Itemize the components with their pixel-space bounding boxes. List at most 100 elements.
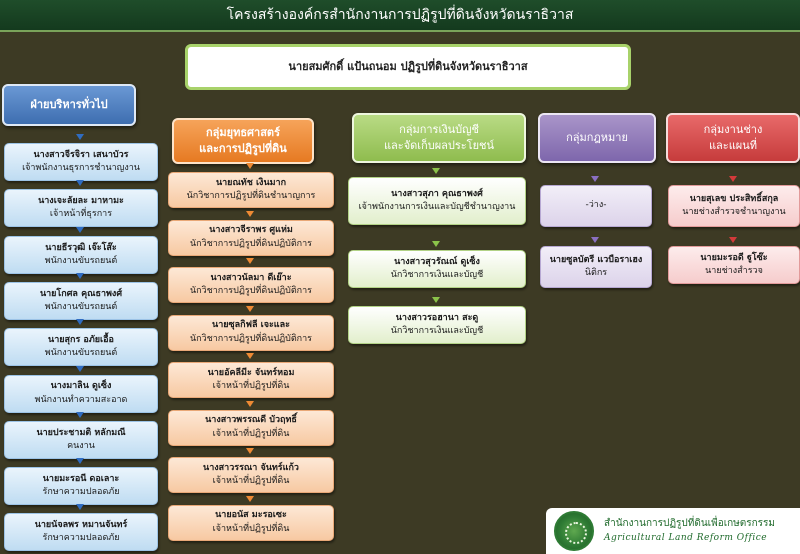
strategy-member-box: นายอนัส มะรอเซะเจ้าหน้าที่ปฏิรูปที่ดิน [168, 504, 334, 541]
member-position: นายช่างสำรวจชำนาญงาน [682, 207, 786, 217]
member-position: รักษาความปลอดภัย [42, 533, 120, 544]
down-arrow-icon [246, 495, 254, 502]
member-name: นางสาวจีราพร ศูแห่ม [209, 225, 293, 236]
technical-member-box: นายมะรอดี ฐูโซ๊ะนายช่างสำรวจ [668, 246, 800, 284]
member-name: นางเจะลัยละ มาหามะ [38, 196, 124, 207]
strategy-member-box: นายณทัช เงินมากนักวิชาการปฏิรูปที่ดินชำน… [168, 172, 334, 208]
member-name: นายซูลบัตรี แวบือราเฮง [549, 254, 643, 265]
member-position: รักษาความปลอดภัย [42, 487, 120, 498]
member-position: เจ้าพนักงานธุรการชำนาญงาน [22, 163, 140, 173]
strategy-header-line2: และการปฏิรูปที่ดิน [199, 142, 287, 155]
technical-header-line2: และแผนที่ [708, 139, 758, 152]
member-name: นายซุลกิฟลี เจะและ [212, 320, 290, 331]
member-position: นักวิชาการปฏิรูปที่ดินปฏิบัติการ [189, 286, 313, 296]
down-arrow-icon [246, 210, 254, 217]
finance-group-header: กลุ่มการเงินบัญชี และจัดเก็บผลประโยชน์ [352, 113, 526, 163]
down-arrow-icon [246, 258, 254, 264]
member-name: นางสาวสุภา คุณธาพงศ์ [391, 188, 483, 199]
alro-logo-panel: สำนักงานการปฏิรูปที่ดินเพื่อเกษตรกรรม Ag… [546, 508, 800, 554]
member-name: นายโกศล คุณธาพงศ์ [39, 288, 123, 299]
logo-english-text: Agricultural Land Reform Office [604, 533, 768, 543]
strategy-member-box: นางสาวจีราพร ศูแห่มนักวิชาการปฏิรูปที่ดิ… [168, 219, 334, 256]
legal-member-box: -ว่าง- [540, 185, 652, 227]
admin-member-box: นางเจะลัยละ มาหามะเจ้าหน้าที่ธุรการ [4, 189, 158, 228]
member-position: -ว่าง- [585, 200, 607, 211]
member-position: เจ้าพนักงานการเงินและบัญชีชำนาญงาน [358, 202, 516, 212]
down-arrow-icon [246, 448, 254, 454]
down-arrow-icon [729, 176, 737, 182]
member-name: นายธีรวุฒิ เจ๊ะโส๊ะ [45, 242, 117, 253]
admin-member-box: นายมะรอนี ดอเลาะรักษาความปลอดภัย [4, 467, 158, 506]
admin-member-box: นางมาลิน ดูเซ็งพนักงานทำความสะอาด [4, 374, 158, 413]
member-name: นายสุกร อภัยเอื้อ [48, 335, 114, 346]
member-position: คนงาน [67, 440, 95, 451]
strategy-member-box: นายอัคลีมีะ จันทร์หอมเจ้าหน้าที่ปฏิรูปที… [168, 362, 334, 398]
down-arrow-icon [76, 319, 84, 326]
admin-member-box: นายสุกร อภัยเอื้อพนักงานขับรถยนต์ [4, 328, 158, 367]
strategy-group-header: กลุ่มยุทธศาสตร์ และการปฏิรูปที่ดิน [172, 118, 314, 164]
member-position: พนักงานขับรถยนต์ [44, 301, 118, 312]
member-name: นายอนัส มะรอเซะ [215, 510, 287, 521]
member-name: นางสาวรรณา จันทร์แก้ว [203, 462, 299, 473]
member-name: นายอัคลีมีะ จันทร์หอม [207, 367, 295, 378]
member-position: นักวิชาการเงินและบัญชี [390, 326, 484, 336]
member-position: นักวิชาการปฏิรูปที่ดินปฏิบัติการ [189, 333, 313, 344]
admin-member-box: นายโกศล คุณธาพงศ์พนักงานขับรถยนต์ [4, 281, 158, 320]
admin-member-box: นายนัจลพร หมานจันทร์รักษาความปลอดภัย [4, 513, 158, 552]
finance-header-line1: กลุ่มการเงินบัญชี [399, 122, 479, 136]
member-position: เจ้าหน้าที่ธุรการ [49, 209, 113, 220]
member-position: พนักงานขับรถยนต์ [44, 348, 118, 359]
member-name: นายมะรอดี ฐูโซ๊ะ [700, 252, 768, 263]
down-arrow-icon [246, 400, 254, 407]
down-arrow-icon [76, 272, 84, 279]
down-arrow-icon [246, 305, 254, 312]
down-arrow-icon [591, 176, 599, 182]
legal-group-header: กลุ่มกฎหมาย [538, 113, 656, 163]
member-position: นักวิชาการปฏิรูปที่ดินชำนาญการ [186, 191, 316, 201]
down-arrow-icon [729, 237, 737, 243]
finance-member-box: นางสาวสุภา คุณธาพงศ์เจ้าพนักงานการเงินแล… [348, 177, 526, 225]
member-position: พนักงานขับรถยนต์ [44, 255, 118, 266]
down-arrow-icon [432, 168, 440, 174]
member-position: นายช่างสำรวจ [705, 266, 763, 276]
down-arrow-icon [432, 241, 440, 247]
down-arrow-icon [76, 226, 84, 233]
page-title: โครงสร้างองค์กรสำนักงานการปฏิรูปที่ดินจั… [0, 0, 800, 32]
finance-member-box: นางสาวรอฮานา สะดูนักวิชาการเงินและบัญชี [348, 306, 526, 344]
down-arrow-icon [76, 365, 84, 372]
down-arrow-icon [76, 504, 84, 511]
down-arrow-icon [246, 163, 254, 169]
down-arrow-icon [432, 297, 440, 303]
down-arrow-icon [76, 180, 84, 187]
member-position: เจ้าหน้าที่ปฏิรูปที่ดิน [212, 523, 290, 534]
strategy-member-box: นายซุลกิฟลี เจะและนักวิชาการปฏิรูปที่ดิน… [168, 314, 334, 351]
member-name: นางสาวพรรณดี บัวฤทธิ์ [205, 415, 297, 426]
member-position: นักวิชาการเงินและบัญชี [390, 270, 484, 280]
down-arrow-icon [591, 237, 599, 243]
down-arrow-icon [76, 411, 84, 418]
member-position: พนักงานทำความสะอาด [34, 394, 128, 405]
member-position: นิติกร [584, 268, 608, 278]
down-arrow-icon [76, 458, 84, 465]
member-name: นางสาวจีรจิรา เสนาบัวร [33, 149, 129, 160]
provincial-officer-box: นายสมศักดิ์ แป้นถนอม ปฏิรูปที่ดินจังหวัด… [185, 44, 631, 90]
admin-member-box: นายประชามติ หลักมณีคนงาน [4, 420, 158, 459]
logo-thai-text: สำนักงานการปฏิรูปที่ดินเพื่อเกษตรกรรม [604, 518, 776, 529]
down-arrow-icon [76, 134, 84, 140]
strategy-header-line1: กลุ่มยุทธศาสตร์ [206, 125, 280, 139]
admin-member-box: นางสาวจีรจิรา เสนาบัวรเจ้าพนักงานธุรการช… [4, 143, 158, 181]
technical-header-line1: กลุ่มงานช่าง [703, 122, 763, 136]
technical-member-box: นายสุเลข ประสิทธิ์สกุลนายช่างสำรวจชำนาญง… [668, 185, 800, 227]
strategy-member-box: นางสาวนัลมา ดีเย๊าะนักวิชาการปฏิรูปที่ดิ… [168, 267, 334, 303]
admin-member-box: นายธีรวุฒิ เจ๊ะโส๊ะพนักงานขับรถยนต์ [4, 235, 158, 274]
member-name: นางสาวรอฮานา สะดู [395, 312, 479, 323]
member-name: นายสุเลข ประสิทธิ์สกุล [689, 193, 779, 204]
legal-member-box: นายซูลบัตรี แวบือราเฮงนิติกร [540, 246, 652, 288]
member-name: นายมะรอนี ดอเลาะ [42, 474, 120, 485]
member-name: นางสาวสุวรัณณ์ ดูเซ็ง [394, 256, 480, 267]
member-position: เจ้าหน้าที่ปฏิรูปที่ดิน [212, 476, 290, 486]
member-name: นางมาลิน ดูเซ็ง [50, 381, 112, 392]
finance-member-box: นางสาวสุวรัณณ์ ดูเซ็งนักวิชาการเงินและบั… [348, 250, 526, 288]
alro-seal-icon [554, 511, 594, 551]
strategy-member-box: นางสาวพรรณดี บัวฤทธิ์เจ้าหน้าที่ปฏิรูปที… [168, 409, 334, 446]
